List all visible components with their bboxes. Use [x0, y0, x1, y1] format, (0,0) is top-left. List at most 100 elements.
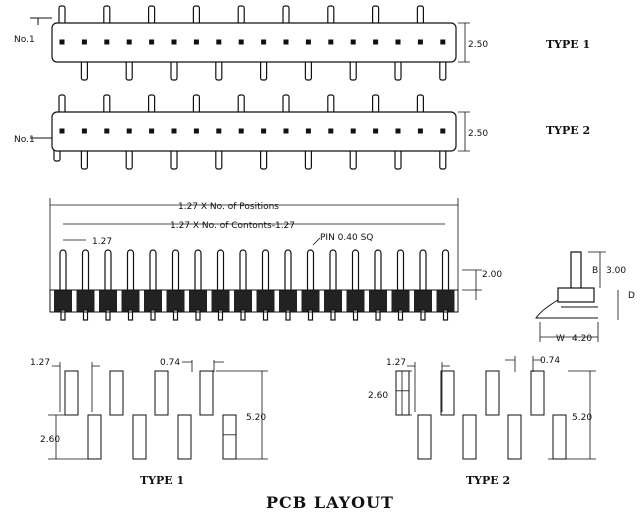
front-insulator — [121, 290, 140, 312]
pin-hole — [373, 128, 379, 134]
pad-bottom — [132, 414, 147, 460]
pin-lead — [125, 59, 133, 81]
front-pin — [284, 249, 292, 293]
pin-hole — [440, 39, 446, 45]
front-insulator — [324, 290, 342, 312]
pin-hole — [305, 128, 311, 134]
pad-top — [64, 370, 79, 416]
pin-lead — [192, 5, 200, 26]
front-pin-tail — [150, 309, 156, 321]
pin-lead — [215, 148, 223, 170]
pin-lead — [439, 59, 447, 81]
side-b-dim — [588, 251, 606, 288]
pin-lead — [349, 148, 357, 170]
front-pin — [149, 249, 157, 293]
pin-lead — [372, 5, 380, 26]
top2-holes — [59, 128, 446, 134]
front-view: 1.27 X No. of Positions 1.27 X No. of Co… — [49, 198, 502, 321]
pcb1-pitch-label: 1.27 — [30, 358, 50, 368]
pin-hole — [126, 128, 132, 134]
front-pin — [306, 249, 315, 293]
top2-height-label: 2.50 — [468, 129, 488, 139]
front-pin-tail — [105, 309, 111, 321]
pin-lead — [260, 148, 268, 170]
front-pin-tail — [127, 309, 134, 321]
pcb-layout-type1: 1.27 0.74 5.20 2.60 TYPE 1 — [30, 358, 268, 487]
top1-height-label: 2.50 — [468, 40, 488, 50]
pin-hole — [171, 39, 177, 45]
pin-hole — [59, 39, 65, 45]
side-w-label: W — [556, 334, 565, 344]
front-pin — [81, 249, 90, 293]
pin-lead — [80, 59, 89, 81]
front-pin — [419, 249, 427, 293]
pin-lead — [327, 94, 335, 115]
front-pin-tail — [172, 309, 179, 321]
side-pin-top — [570, 251, 582, 291]
pin-hole — [81, 39, 87, 45]
pin-lead — [125, 148, 133, 170]
side-d-label: D — [628, 291, 635, 301]
pad-bottom — [222, 414, 237, 460]
pin-hole — [149, 39, 155, 45]
pin-lead — [215, 59, 223, 81]
pin-hole — [395, 39, 401, 45]
front-pin — [216, 249, 225, 293]
front-pin — [59, 249, 67, 293]
pin-hole — [261, 39, 267, 45]
pad-bottom — [177, 414, 192, 460]
pin-hole — [328, 39, 334, 45]
pin-hole — [261, 128, 267, 134]
pcb2-offset-label: 2.60 — [368, 391, 388, 401]
front-insulator — [189, 290, 207, 312]
front-contents-label: 1.27 X No. of Contonts-1.27 — [170, 221, 295, 231]
front-pin — [104, 249, 112, 293]
pad-bottom — [552, 414, 567, 460]
front-height-dim — [462, 269, 482, 300]
pin-lead — [304, 59, 312, 81]
front-pin-tail — [82, 309, 89, 321]
pcb2-pitch-label: 1.27 — [386, 358, 406, 368]
front-insulator — [414, 290, 432, 312]
front-pin — [396, 249, 405, 293]
top1-holes — [59, 39, 446, 45]
front-insulator — [76, 290, 95, 312]
pcb2-type-label: TYPE 2 — [466, 474, 510, 487]
top2-type-label: TYPE 2 — [546, 124, 590, 137]
pin-lead — [394, 148, 402, 170]
front-pin — [329, 249, 337, 293]
pin-lead — [327, 5, 335, 26]
pin-lead — [372, 94, 380, 115]
pin-lead — [416, 94, 424, 115]
top1-height-dim — [458, 22, 470, 63]
pin-lead — [304, 148, 312, 170]
front-pin-tail — [195, 309, 201, 321]
front-pin-tail — [217, 309, 224, 321]
front-pin — [441, 249, 450, 293]
pin-hole — [59, 128, 65, 134]
pcb1-total-label: 5.20 — [246, 413, 266, 423]
front-pin-tail — [330, 309, 336, 321]
front-insulator — [346, 290, 365, 312]
pin-hole — [328, 128, 334, 134]
front-insulator — [301, 290, 320, 312]
pin-lead — [80, 148, 89, 170]
pin-hole — [373, 39, 379, 45]
pin-lead — [103, 94, 111, 115]
pin-hole — [149, 128, 155, 134]
pin-hole — [81, 128, 87, 134]
pin-lead — [237, 5, 245, 26]
pin-hole — [283, 128, 289, 134]
pin-lead — [192, 94, 200, 115]
front-insulator — [144, 290, 162, 312]
pin-lead — [394, 59, 402, 81]
pad-top — [440, 370, 455, 416]
side-w-dim — [539, 322, 599, 342]
pad-bottom — [417, 414, 432, 460]
front-pin-tail — [307, 309, 314, 321]
front-pin-tail — [285, 309, 291, 321]
front-insulator — [166, 290, 185, 312]
pcb1-pads — [64, 370, 237, 460]
front-pin — [351, 249, 360, 293]
front-body-outline — [49, 289, 459, 313]
